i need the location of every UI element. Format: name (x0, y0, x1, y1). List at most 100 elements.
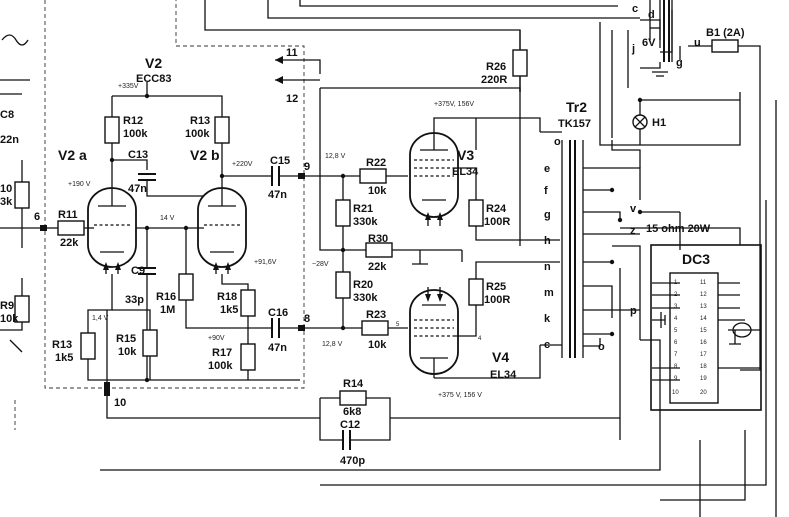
r13-top-resistor (214, 116, 230, 144)
r14-value: 6k8 (343, 406, 361, 418)
c12-value: 470p (340, 455, 365, 467)
dc3-pin-9: 9 (674, 376, 678, 382)
dc3-pin-labels: 1 2 3 4 5 6 7 8 9 10 11 12 13 14 15 16 1… (672, 280, 707, 396)
dc3-pin-13: 13 (700, 304, 707, 310)
dc3-pin-16: 16 (700, 340, 707, 346)
tap-v: v (630, 203, 637, 215)
r18-value: 1k5 (220, 304, 238, 316)
v4-tube (409, 287, 459, 378)
tap-k: k (544, 313, 551, 325)
r14-resistor (339, 390, 367, 406)
r26-label: R26 (486, 61, 506, 73)
r21-label: R21 (353, 203, 373, 215)
r30-resistor (365, 242, 393, 258)
v335-label: +335V (118, 83, 139, 90)
v128b-label: 12,8 V (322, 341, 343, 348)
v3-tube (409, 132, 459, 226)
r12-value: 100k (123, 128, 148, 140)
node-12: 12 (286, 93, 298, 105)
r11-value: 22k (60, 237, 79, 249)
c16-label: C16 (268, 307, 288, 319)
c13-label: C13 (128, 149, 148, 161)
tap-d: d (648, 9, 655, 21)
r13-bottom-resistor (80, 332, 96, 360)
el34-top-label: EL34 (452, 166, 479, 178)
dc3-pin-3: 3 (674, 304, 678, 310)
b1-label: B1 (2A) (706, 27, 745, 39)
dc3-pin-10: 10 (672, 390, 679, 396)
v2a-label: V2 a (58, 147, 87, 163)
r18-resistor (240, 289, 256, 317)
c15-value: 47n (268, 189, 287, 201)
dc3-pin-2: 2 (674, 292, 678, 298)
c8-value: 22n (0, 134, 19, 146)
dc3-pin-20: 20 (700, 390, 707, 396)
tap-h: h (544, 235, 551, 247)
v4-label: V4 (492, 349, 509, 365)
v2-label: V2 (145, 55, 162, 71)
el34-bottom-label: EL34 (490, 369, 517, 381)
node-10: 10 (114, 397, 126, 409)
dc3-pin-18: 18 (700, 364, 707, 370)
tr2-transformer (540, 131, 584, 358)
tap-o-top: o (554, 136, 561, 148)
tap-c-top: c (632, 3, 638, 15)
tr2-label: Tr2 (566, 99, 587, 115)
ecc83-label: ECC83 (136, 73, 171, 85)
r21-resistor (335, 199, 351, 227)
r16-resistor (178, 273, 194, 301)
v220-label: +220V (232, 161, 253, 168)
r25-label: R25 (486, 281, 506, 293)
r10-label: 10 (0, 183, 12, 195)
r21-value: 330k (353, 216, 378, 228)
tap-g-top: g (676, 57, 683, 69)
v190-label: +190 V (68, 181, 91, 188)
dc3-pin-17: 17 (700, 352, 707, 358)
r16-value: 1M (160, 304, 175, 316)
h1-label: H1 (652, 117, 666, 129)
r15-value: 10k (118, 346, 137, 358)
r13-bottom-label: R13 (52, 339, 72, 351)
tap-g: g (544, 209, 551, 221)
r15-resistor (142, 329, 158, 357)
pin-4: 4 (478, 336, 482, 342)
c16-value: 47n (268, 342, 287, 354)
r25-value: 100R (484, 294, 510, 306)
r26-value: 220R (481, 74, 507, 86)
r20-label: R20 (353, 279, 373, 291)
tap-o-bottom: o (598, 341, 605, 353)
r10-value: 3k (0, 196, 13, 208)
node-8: 8 (304, 313, 310, 325)
c13-value: 47n (128, 183, 147, 195)
node-11: 11 (286, 47, 298, 59)
v375-bottom-label: +375 V, 156 V (438, 392, 482, 399)
c9-value: 33p (125, 294, 144, 306)
dc3-pin-14: 14 (700, 316, 707, 322)
c15-capacitor (271, 166, 280, 186)
output-15ohm-label: 15 ohm 20W (646, 223, 711, 235)
r30-value: 22k (368, 261, 387, 273)
r13-top-value: 100k (185, 128, 210, 140)
v128a-label: 12,8 V (325, 153, 346, 160)
dc3-pin-19: 19 (700, 376, 707, 382)
dc3-connector (650, 244, 762, 411)
tap-6v: 6V (642, 37, 656, 49)
tap-u: u (694, 37, 701, 49)
r9-label: R9 (0, 300, 14, 312)
v2a-tube (87, 187, 137, 274)
b1-fuse (711, 39, 739, 53)
r15-label: R15 (116, 333, 136, 345)
r22-value: 10k (368, 185, 387, 197)
c12-label: C12 (340, 419, 360, 431)
r22-resistor (359, 168, 387, 184)
r9-resistor (14, 295, 30, 323)
tap-e: e (544, 163, 550, 175)
pin-5: 5 (396, 322, 400, 328)
tap-z: z (630, 225, 636, 237)
v90-label: +90V (208, 335, 225, 342)
v3-label: V3 (457, 147, 474, 163)
r13-bottom-value: 1k5 (55, 352, 73, 364)
v2b-tube (197, 187, 247, 274)
c8-label: C8 (0, 109, 14, 121)
